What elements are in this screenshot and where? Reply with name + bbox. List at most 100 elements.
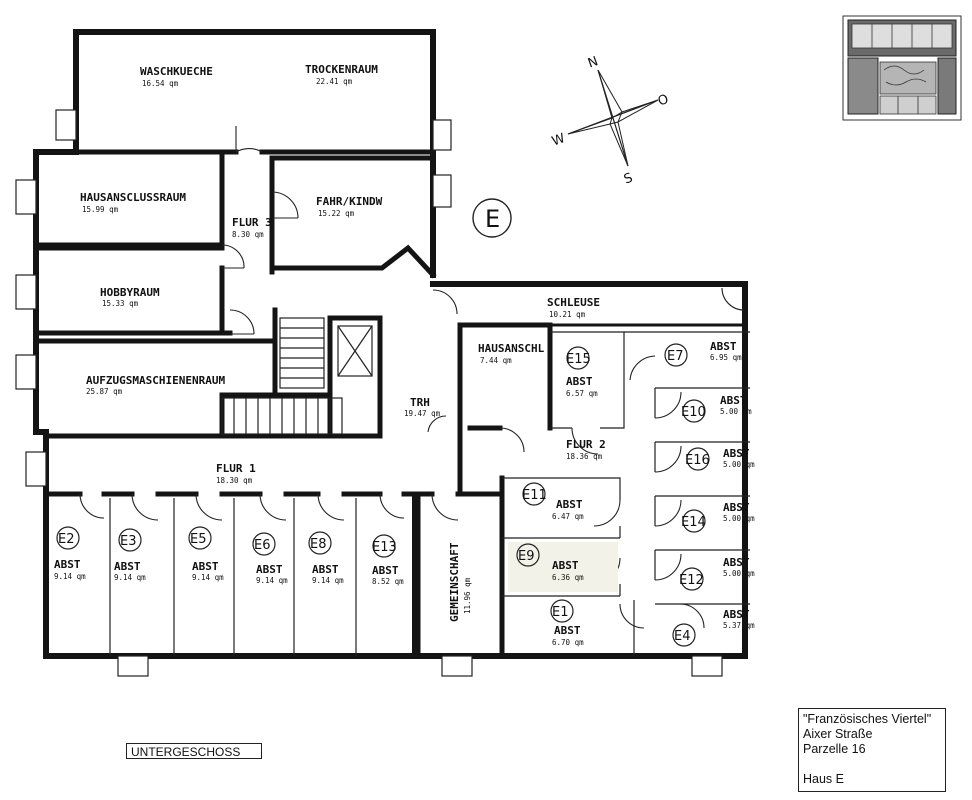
compass-n: N	[586, 54, 600, 71]
elevator-shaft	[337, 325, 373, 377]
storage-name: ABST	[552, 559, 579, 572]
unit-label: E10	[681, 405, 706, 420]
room-name-trockenraum: TROCKENRAUM	[305, 63, 378, 76]
storage-area: 5.00 qm	[723, 514, 755, 523]
storage-unit-e14: E14 ABST 5.00 qm	[681, 501, 755, 533]
storage-area: 9.14 qm	[192, 573, 224, 582]
room-area-schleuse: 10.21 qm	[549, 310, 586, 319]
storage-area: 5.00 qm	[720, 407, 752, 416]
storage-unit-e10: E10 ABST 5.00 qm	[681, 394, 752, 423]
storage-name: ABST	[54, 558, 81, 571]
unit-label: E11	[522, 488, 547, 503]
house-marker: E	[472, 198, 512, 238]
room-area-hobbyraum: 15.33 qm	[102, 299, 139, 308]
highlighted-room-e9	[508, 542, 618, 592]
storage-name: ABST	[256, 563, 283, 576]
room-area-gemeinschaft: 11.96 qm	[463, 577, 472, 614]
street-name: Aixer Straße	[803, 727, 873, 741]
storage-unit-e3: E3 ABST 9.14 qm	[114, 528, 146, 582]
storage-unit-e2: E2 ABST 9.14 qm	[54, 526, 86, 581]
info-spacer	[803, 757, 941, 772]
unit-label: E1	[552, 605, 569, 620]
storage-area: 6.36 qm	[552, 573, 584, 582]
room-name-flur2: FLUR 2	[566, 438, 606, 451]
storage-unit-e4: E4 ABST 5.37 qm	[672, 608, 755, 647]
room-area-flur3: 8.30 qm	[232, 230, 264, 239]
compass-o: O	[656, 92, 671, 110]
compass-w: W	[550, 131, 567, 150]
storage-area: 6.95 qm	[710, 353, 742, 362]
storage-area: 6.70 qm	[552, 638, 584, 647]
storage-name: ABST	[710, 340, 737, 353]
storage-name: ABST	[554, 624, 581, 637]
compass-s: S	[622, 171, 635, 188]
storage-area: 9.14 qm	[54, 572, 86, 581]
room-area-flur2: 18.36 qm	[566, 452, 603, 461]
room-area-aufzugsmaschinenraum: 25.87 qm	[86, 387, 123, 396]
storage-unit-e13: E13 ABST 8.52 qm	[372, 534, 404, 586]
storage-area: 9.14 qm	[114, 573, 146, 582]
room-area-waschkueche: 16.54 qm	[142, 79, 179, 88]
outer-walls	[33, 29, 748, 659]
floor-label: UNTERGESCHOSS	[126, 743, 262, 759]
storage-name: ABST	[372, 564, 399, 577]
key-plan-thumbnail	[842, 15, 962, 121]
storage-area: 5.00 qm	[723, 569, 755, 578]
storage-name: ABST	[192, 560, 219, 573]
house-name: Haus E	[803, 772, 844, 786]
unit-label: E6	[254, 538, 271, 553]
room-area-hausanschlussraum: 15.99 qm	[82, 205, 119, 214]
storage-unit-e11: E11 ABST 6.47 qm	[522, 482, 584, 521]
unit-label: E3	[120, 534, 137, 549]
unit-label: E13	[372, 540, 397, 555]
parcel-number: Parzelle 16	[803, 742, 866, 756]
windows	[15, 109, 723, 677]
storage-unit-e15: E15 ABST 6.57 qm	[566, 346, 598, 398]
unit-label: E15	[566, 352, 591, 367]
unit-label: E2	[58, 532, 75, 547]
storage-name: ABST	[566, 375, 593, 388]
storage-name: ABST	[723, 501, 750, 514]
storage-name: ABST	[723, 556, 750, 569]
storage-name: ABST	[114, 560, 141, 573]
storage-units: E15 ABST 6.57 qm E7 ABST 6.95 qm E10 ABS…	[54, 340, 755, 647]
storage-area: 5.37 qm	[723, 621, 755, 630]
storage-name: ABST	[556, 498, 583, 511]
storage-unit-e12: E12 ABST 5.00 qm	[679, 556, 755, 591]
unit-label: E4	[674, 629, 691, 644]
project-info-box: "Französisches Viertel" Aixer Straße Par…	[798, 708, 946, 792]
storage-unit-e9: E9 ABST 6.36 qm	[516, 543, 584, 582]
room-labels: WASCHKUECHE 16.54 qm TROCKENRAUM 22.41 q…	[80, 63, 606, 622]
storage-unit-e7: E7 ABST 6.95 qm	[664, 340, 742, 367]
storage-name: ABST	[312, 563, 339, 576]
storage-name: ABST	[723, 608, 750, 621]
storage-unit-e8: E8 ABST 9.14 qm	[308, 531, 344, 585]
room-area-hausanschl: 7.44 qm	[480, 356, 512, 365]
storage-unit-e1: E1 ABST 6.70 qm	[550, 599, 584, 647]
room-name-hobbyraum: HOBBYRAUM	[100, 286, 160, 299]
storage-name: ABST	[720, 394, 747, 407]
project-name: "Französisches Viertel"	[803, 712, 932, 726]
room-area-trh: 19.47 qm	[404, 409, 441, 418]
compass-rose: N O S W	[550, 54, 671, 187]
room-name-aufzugsmaschinenraum: AUFZUGSMASCHIENENRAUM	[86, 374, 225, 387]
storage-area: 6.47 qm	[552, 512, 584, 521]
room-name-flur3: FLUR 3	[232, 216, 272, 229]
room-name-fahrkindw: FAHR/KINDW	[316, 195, 383, 208]
room-name-trh: TRH	[410, 396, 430, 409]
storage-unit-e6: E6 ABST 9.14 qm	[252, 532, 288, 585]
room-name-hausanschl: HAUSANSCHL	[478, 342, 545, 355]
house-marker-letter: E	[485, 205, 500, 233]
room-name-gemeinschaft: GEMEINSCHAFT	[448, 542, 461, 622]
storage-unit-e5: E5 ABST 9.14 qm	[188, 526, 224, 582]
storage-area: 6.57 qm	[566, 389, 598, 398]
room-name-flur1: FLUR 1	[216, 462, 256, 475]
storage-area: 9.14 qm	[256, 576, 288, 585]
unit-label: E9	[518, 549, 535, 564]
interior-walls	[33, 149, 750, 659]
storage-area: 5.00 qm	[723, 460, 755, 469]
unit-label: E8	[310, 537, 327, 552]
unit-label: E16	[685, 453, 710, 468]
room-name-waschkueche: WASCHKUECHE	[140, 65, 213, 78]
